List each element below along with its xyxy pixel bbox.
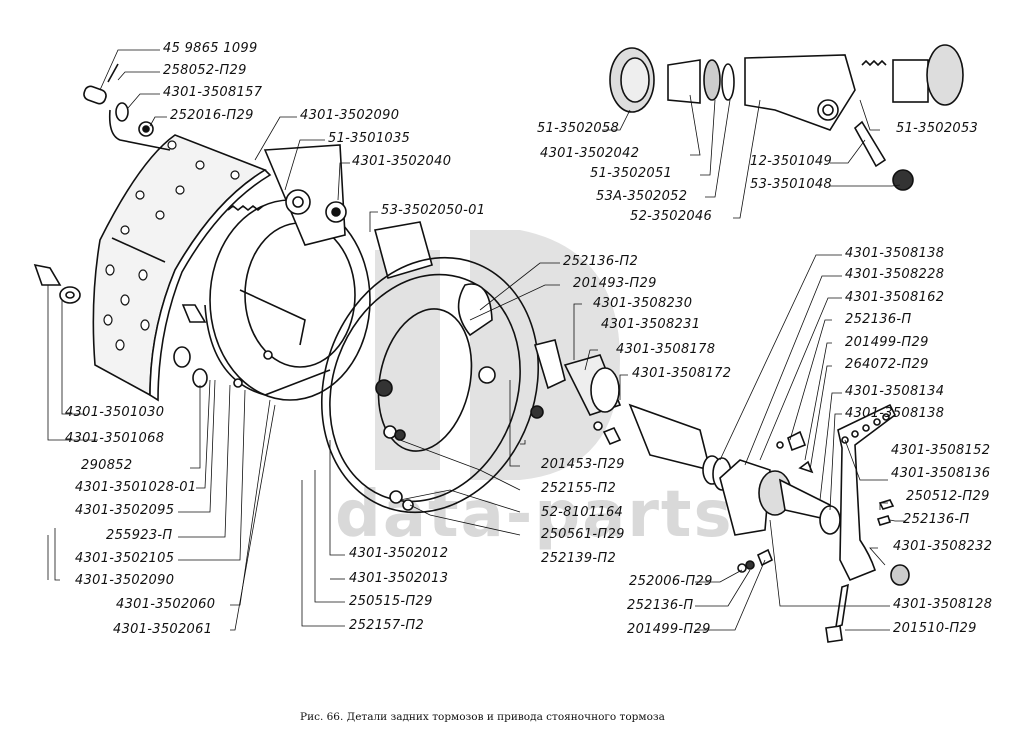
part-label[interactable]: 252136-П xyxy=(845,312,912,327)
figure-caption: Рис. 66. Детали задних тормозов и привод… xyxy=(300,711,665,723)
part-label[interactable]: 252136-П xyxy=(903,512,970,527)
mounting-bracket xyxy=(373,221,433,279)
part-label[interactable]: 4301-3502042 xyxy=(540,146,640,161)
parking-brake-shaft xyxy=(533,339,841,536)
part-label[interactable]: 53-3502050-01 xyxy=(381,203,486,218)
part-label[interactable]: 258052-П29 xyxy=(163,63,247,78)
part-label[interactable]: 4301-3508228 xyxy=(845,267,945,282)
part-label[interactable]: 53-3501048 xyxy=(750,177,833,192)
part-label[interactable]: 52-3502046 xyxy=(630,209,713,224)
anchor-pin-assembly xyxy=(83,63,171,151)
part-label[interactable]: 252136-П xyxy=(627,598,694,613)
leader-lines xyxy=(47,49,906,631)
part-label[interactable]: 4301-3502105 xyxy=(75,551,175,566)
return-spring xyxy=(227,144,347,246)
part-label[interactable]: 51-3501035 xyxy=(328,131,411,146)
adjusting-bolt xyxy=(33,263,208,388)
parking-brake-lever xyxy=(825,403,910,643)
expander-housing xyxy=(204,199,371,401)
part-label[interactable]: 4301-3501028-01 xyxy=(75,480,197,495)
part-label[interactable]: 51-3502058 xyxy=(537,121,620,136)
part-label[interactable]: 4301-3502095 xyxy=(75,503,175,518)
part-label[interactable]: 4301-3508138 xyxy=(845,246,945,261)
part-label[interactable]: 4301-3502061 xyxy=(113,622,213,637)
part-label[interactable]: 264072-П29 xyxy=(845,357,929,372)
brake-shoe xyxy=(92,134,272,402)
part-label[interactable]: 250561-П29 xyxy=(541,527,625,542)
part-label[interactable]: 4301-3502040 xyxy=(352,154,452,169)
part-label[interactable]: 52-8101164 xyxy=(541,505,624,520)
watermark-text: data-parts xyxy=(335,478,734,552)
part-label[interactable]: 4301-3508152 xyxy=(891,443,991,458)
part-label[interactable]: 4301-3508162 xyxy=(845,290,945,305)
part-label[interactable]: 51-3502051 xyxy=(590,166,673,181)
part-label[interactable]: 290852 xyxy=(81,458,133,473)
part-label[interactable]: 252155-П2 xyxy=(541,481,617,496)
part-label[interactable]: 201493-П29 xyxy=(573,276,657,291)
part-label[interactable]: 250515-П29 xyxy=(349,594,433,609)
watermark-shape xyxy=(375,250,440,470)
part-label[interactable]: 252006-П29 xyxy=(629,574,713,589)
part-label[interactable]: 4301-3508178 xyxy=(616,342,716,357)
bottom-fasteners xyxy=(737,548,774,573)
part-label[interactable]: 252016-П29 xyxy=(170,108,254,123)
part-label[interactable]: 201453-П29 xyxy=(541,457,625,472)
part-label[interactable]: 4301-3508230 xyxy=(593,296,693,311)
part-label[interactable]: 4301-3501030 xyxy=(65,405,165,420)
part-label[interactable]: 252136-П2 xyxy=(563,254,639,269)
part-label[interactable]: 255923-П xyxy=(106,528,173,543)
part-label[interactable]: 4301-3501068 xyxy=(65,431,165,446)
part-label[interactable]: 4301-3502012 xyxy=(349,546,449,561)
part-label[interactable]: 4301-3502013 xyxy=(349,571,449,586)
part-label[interactable]: 201499-П29 xyxy=(627,622,711,637)
part-label[interactable]: 201499-П29 xyxy=(845,335,929,350)
part-label[interactable]: 4301-3508134 xyxy=(845,384,945,399)
part-label[interactable]: 53А-3502052 xyxy=(596,189,688,204)
part-label[interactable]: 51-3502053 xyxy=(896,121,979,136)
part-label[interactable]: 12-3501049 xyxy=(750,154,833,169)
backing-plate xyxy=(320,256,544,514)
wheel-cylinder xyxy=(609,44,964,191)
part-label[interactable]: 4301-3508232 xyxy=(893,539,993,554)
part-label[interactable]: 45 9865 1099 xyxy=(163,41,258,56)
part-label[interactable]: 4301-3508138 xyxy=(845,406,945,421)
part-label[interactable]: 4301-3508172 xyxy=(632,366,732,381)
part-label[interactable]: 4301-3508157 xyxy=(163,85,263,100)
part-label[interactable]: 4301-3502090 xyxy=(75,573,175,588)
part-label[interactable]: 250512-П29 xyxy=(906,489,990,504)
part-label[interactable]: 4301-3502060 xyxy=(116,597,216,612)
part-label[interactable]: 4301-3508136 xyxy=(891,466,991,481)
part-label[interactable]: 4301-3508231 xyxy=(601,317,701,332)
part-label[interactable]: 201510-П29 xyxy=(893,621,977,636)
part-label[interactable]: 4301-3508128 xyxy=(893,597,993,612)
part-label[interactable]: 4301-3502090 xyxy=(300,108,400,123)
part-label[interactable]: 252139-П2 xyxy=(541,551,617,566)
part-label[interactable]: 252157-П2 xyxy=(349,618,425,633)
